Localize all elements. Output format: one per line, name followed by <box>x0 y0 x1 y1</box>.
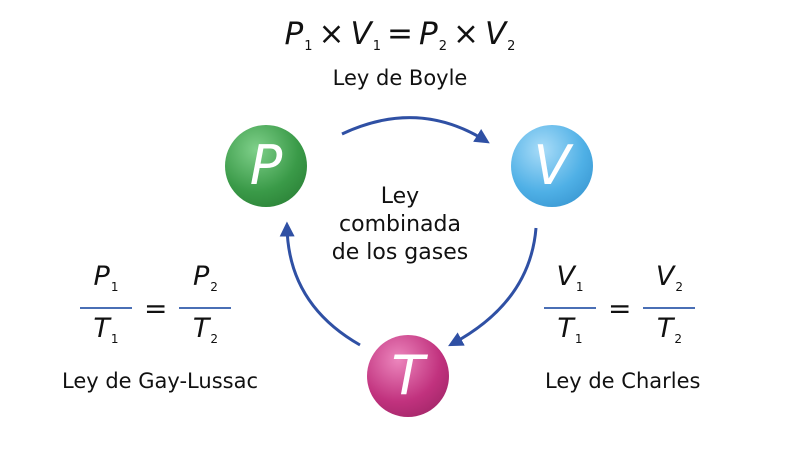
volume-node: V <box>511 125 593 207</box>
charles-label: Ley de Charles <box>545 369 701 393</box>
arrow-p-to-v <box>341 116 490 144</box>
temperature-node: T <box>367 335 449 417</box>
gay-lussac-formula: P1 T1 = P2 T2 <box>76 260 235 356</box>
combined-law-label: Ley combinada de los gases <box>300 183 500 267</box>
combined-law-line-3: de los gases <box>331 240 469 265</box>
arrow-t-to-p <box>279 221 361 347</box>
volume-letter: V <box>533 134 571 197</box>
charles-right-fraction: V2 T2 <box>639 260 699 356</box>
gay-lussac-label: Ley de Gay-Lussac <box>62 369 258 393</box>
combined-law-line-1: Ley <box>380 184 420 209</box>
combined-law-line-2: combinada <box>339 212 461 237</box>
gay-lussac-left-fraction: P1 T1 <box>76 260 136 356</box>
charles-equals: = <box>608 291 632 325</box>
temperature-letter: T <box>391 344 425 407</box>
pressure-node: P <box>225 125 307 207</box>
arrow-v-to-t <box>448 227 538 347</box>
charles-left-fraction: V1 T1 <box>540 260 600 356</box>
gay-lussac-right-fraction: P2 T2 <box>175 260 235 356</box>
charles-formula: V1 T1 = V2 T2 <box>540 260 699 356</box>
boyle-formula: P1×V1=P2×V2 <box>284 16 516 54</box>
boyle-label: Ley de Boyle <box>332 66 468 90</box>
pressure-letter: P <box>249 134 283 197</box>
gay-lussac-equals: = <box>144 291 168 325</box>
